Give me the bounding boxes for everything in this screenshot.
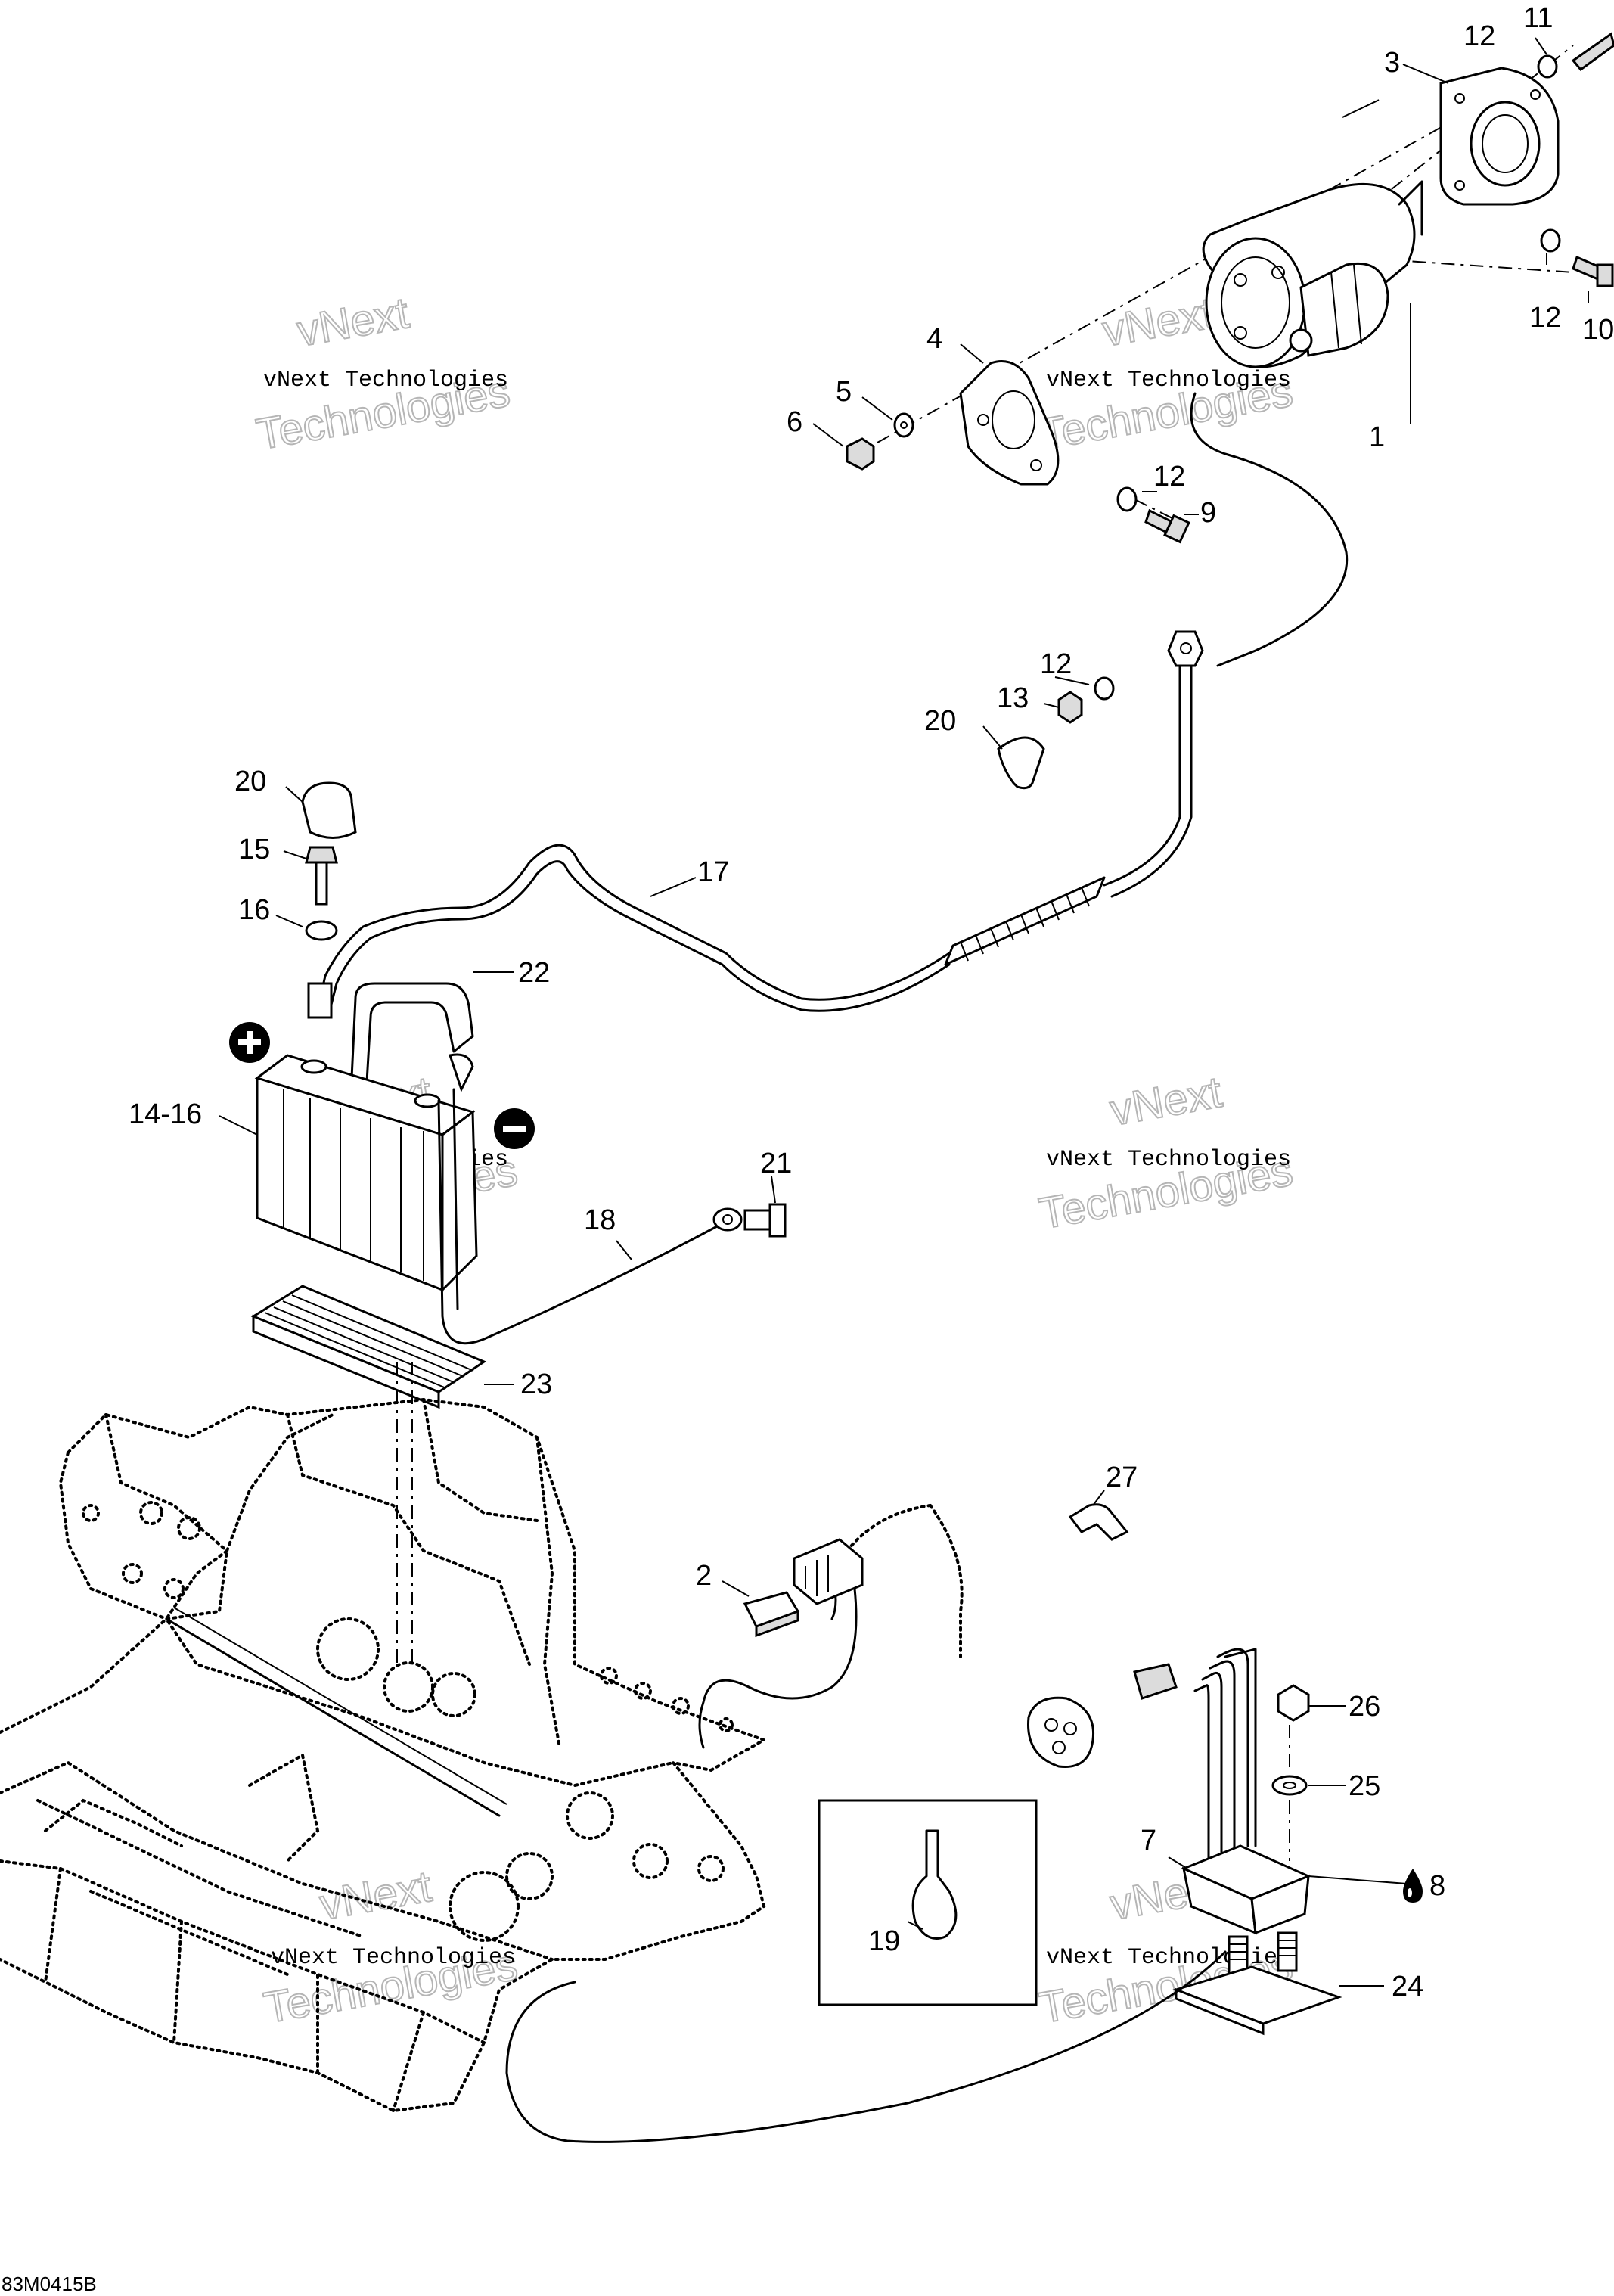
battery-pad (250, 1285, 487, 1664)
watermark-line: vNext Technologies (1046, 1147, 1291, 1173)
watermark-4: vNext Technologies vNext Technologies (1035, 1067, 1297, 1239)
relay-connector-socket (1027, 1696, 1095, 1769)
bolt-21-thread (743, 1209, 773, 1231)
callout-14-16: 14-16 (129, 1098, 202, 1130)
callout-21: 21 (760, 1148, 792, 1179)
watermark-arc-top: vNext (1107, 1067, 1225, 1136)
starter-solenoid (1299, 262, 1389, 357)
callout-12-cable: 12 (1040, 648, 1072, 680)
battery-ribs (283, 1089, 424, 1281)
callout-27: 27 (1106, 1462, 1138, 1493)
front-bracket (959, 360, 1060, 486)
callout-12-bolt9: 12 (1153, 461, 1185, 492)
bolt-15-head (305, 846, 338, 864)
bolt-10-head (1596, 263, 1614, 287)
washer-25 (1271, 1775, 1308, 1796)
washer-16 (305, 920, 338, 941)
watermark-line: vNext Technologies (263, 368, 508, 393)
washer-12-top (1537, 54, 1558, 79)
callout-8: 8 (1429, 1870, 1445, 1902)
callout-9: 9 (1200, 497, 1216, 529)
callout-17: 17 (697, 856, 729, 888)
callout-12-right: 12 (1529, 302, 1561, 334)
callout-13: 13 (997, 682, 1029, 714)
callout-23: 23 (520, 1369, 552, 1400)
ring-terminal-starter (1167, 630, 1204, 667)
washer-5 (893, 412, 914, 438)
positive-cable-17 (307, 392, 1349, 1019)
watermark-5: vNext Technologies vNext Technologies (259, 1861, 522, 2033)
washer-12-cable (1094, 676, 1115, 701)
bolt-11 (1571, 32, 1614, 72)
callout-4: 4 (926, 323, 942, 355)
relay-connector (1133, 1663, 1178, 1700)
assembly-axis (877, 120, 1453, 443)
callout-7: 7 (1141, 1825, 1156, 1856)
clip-27 (1068, 1503, 1129, 1541)
callout-15: 15 (238, 834, 270, 865)
cable-tie-19 (911, 1829, 958, 1940)
callout-5: 5 (836, 376, 852, 408)
bolt-9-head (1163, 514, 1190, 544)
leader-lines (219, 37, 1589, 1987)
cable-sleeve-coils (960, 887, 1090, 962)
minus-circle-icon (494, 1108, 535, 1149)
relay-stud-right (1277, 1931, 1298, 1972)
callout-24: 24 (1392, 1971, 1423, 2002)
battery-group (229, 781, 787, 1345)
washer-12-lower (1116, 486, 1138, 512)
callout-22: 22 (518, 957, 550, 989)
nut-13 (1057, 691, 1083, 724)
callout-10: 10 (1582, 314, 1614, 346)
callout-6: 6 (787, 406, 802, 438)
callout-11: 11 (1523, 2, 1553, 34)
rear-bracket-hole-inner (1482, 114, 1529, 173)
battery-cable-terminal (307, 982, 333, 1019)
callout-3: 3 (1384, 47, 1400, 79)
neg-cable-top-terminal (449, 1053, 474, 1092)
callout-2: 2 (696, 1560, 712, 1592)
bolt-21-head (768, 1203, 787, 1238)
diagram-code: 83M0415B (2, 2273, 97, 2295)
callout-18: 18 (584, 1204, 616, 1236)
rear-bracket-hole (1470, 101, 1541, 187)
callout-20-cable: 20 (924, 705, 956, 737)
fuse-harness (698, 1504, 964, 1749)
nut-6 (846, 437, 875, 471)
terminal-boot-upper (997, 736, 1045, 790)
cable-tie-box (818, 1799, 1038, 2006)
battery-strap (350, 982, 474, 1083)
callout-20-battery: 20 (234, 766, 266, 797)
chassis-frame (0, 1397, 768, 2113)
callout-12-top: 12 (1463, 20, 1495, 52)
bolt-15-thread (315, 861, 328, 906)
washer-12-right (1540, 228, 1561, 253)
watermark-line: vNext Technologies (271, 1945, 516, 1971)
starter-solenoid-relay (505, 1648, 1342, 2143)
chassis-holes (82, 1501, 734, 1942)
callout-26: 26 (1349, 1691, 1380, 1723)
starter-assembly (846, 32, 1614, 544)
watermark-line: vNext Technologies (1046, 368, 1291, 393)
oil-drop-icon (1403, 1869, 1423, 1903)
plus-circle-icon (229, 1022, 270, 1063)
watermark-1: vNext Technologies vNext Technologies (252, 287, 514, 460)
watermark-arc-top: vNext (1099, 288, 1218, 356)
callout-19: 19 (868, 1925, 900, 1957)
callout-labels: 1 2 3 4 5 6 7 8 9 10 11 12 12 12 12 13 1… (129, 2, 1614, 2002)
battery-side (441, 1110, 478, 1293)
callout-1: 1 (1369, 421, 1385, 453)
watermark-arc-top: vNext (316, 1862, 435, 1930)
callout-25: 25 (1349, 1770, 1380, 1802)
nut-26 (1277, 1684, 1310, 1722)
relay-stud-left (1228, 1935, 1249, 1976)
callout-16: 16 (238, 894, 270, 926)
neg-cable-ring-terminal (712, 1207, 743, 1232)
terminal-boot-battery (301, 781, 357, 839)
watermark-arc-top: vNext (293, 288, 412, 356)
